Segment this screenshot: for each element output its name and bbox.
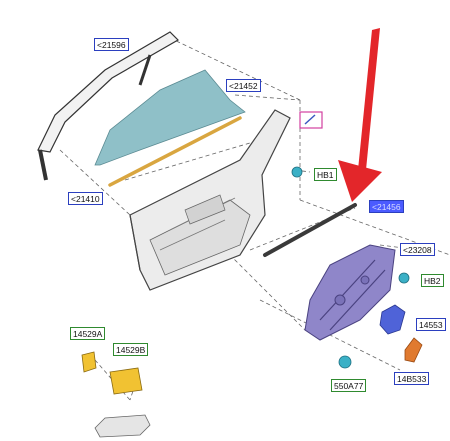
window-frame-channel	[37, 31, 179, 181]
connector-550a77	[338, 355, 352, 369]
regulator-motor	[379, 304, 406, 335]
red-down-arrow	[338, 28, 382, 202]
label-550a77: 550A77	[331, 379, 367, 392]
clip-14529b	[109, 367, 143, 395]
belt-seal	[108, 116, 242, 187]
label-14b533: 14B533	[394, 372, 430, 385]
clip-14529a	[81, 351, 97, 373]
label-23208: <23208	[400, 243, 435, 256]
label-14529a: 14529A	[70, 327, 106, 340]
window-regulator	[304, 244, 396, 341]
trim-piece	[94, 414, 151, 438]
label-14529b: 14529B	[113, 343, 149, 356]
label-21596: <21596	[94, 38, 129, 51]
door-shell	[129, 109, 291, 291]
connector-hb1	[291, 166, 303, 178]
connector-hb2	[398, 272, 410, 284]
label-14553: 14553	[416, 318, 446, 331]
outer-belt-seal	[263, 203, 357, 257]
window-glass	[94, 69, 246, 166]
label-hb1: HB1	[314, 168, 337, 181]
cursor-hand-icon	[299, 111, 323, 129]
control-module	[404, 337, 423, 363]
label-hb2: HB2	[421, 274, 444, 287]
connectors	[291, 166, 410, 369]
label-21452: <21452	[226, 79, 261, 92]
label-21456: <21456	[369, 200, 404, 213]
label-21410: <21410	[68, 192, 103, 205]
